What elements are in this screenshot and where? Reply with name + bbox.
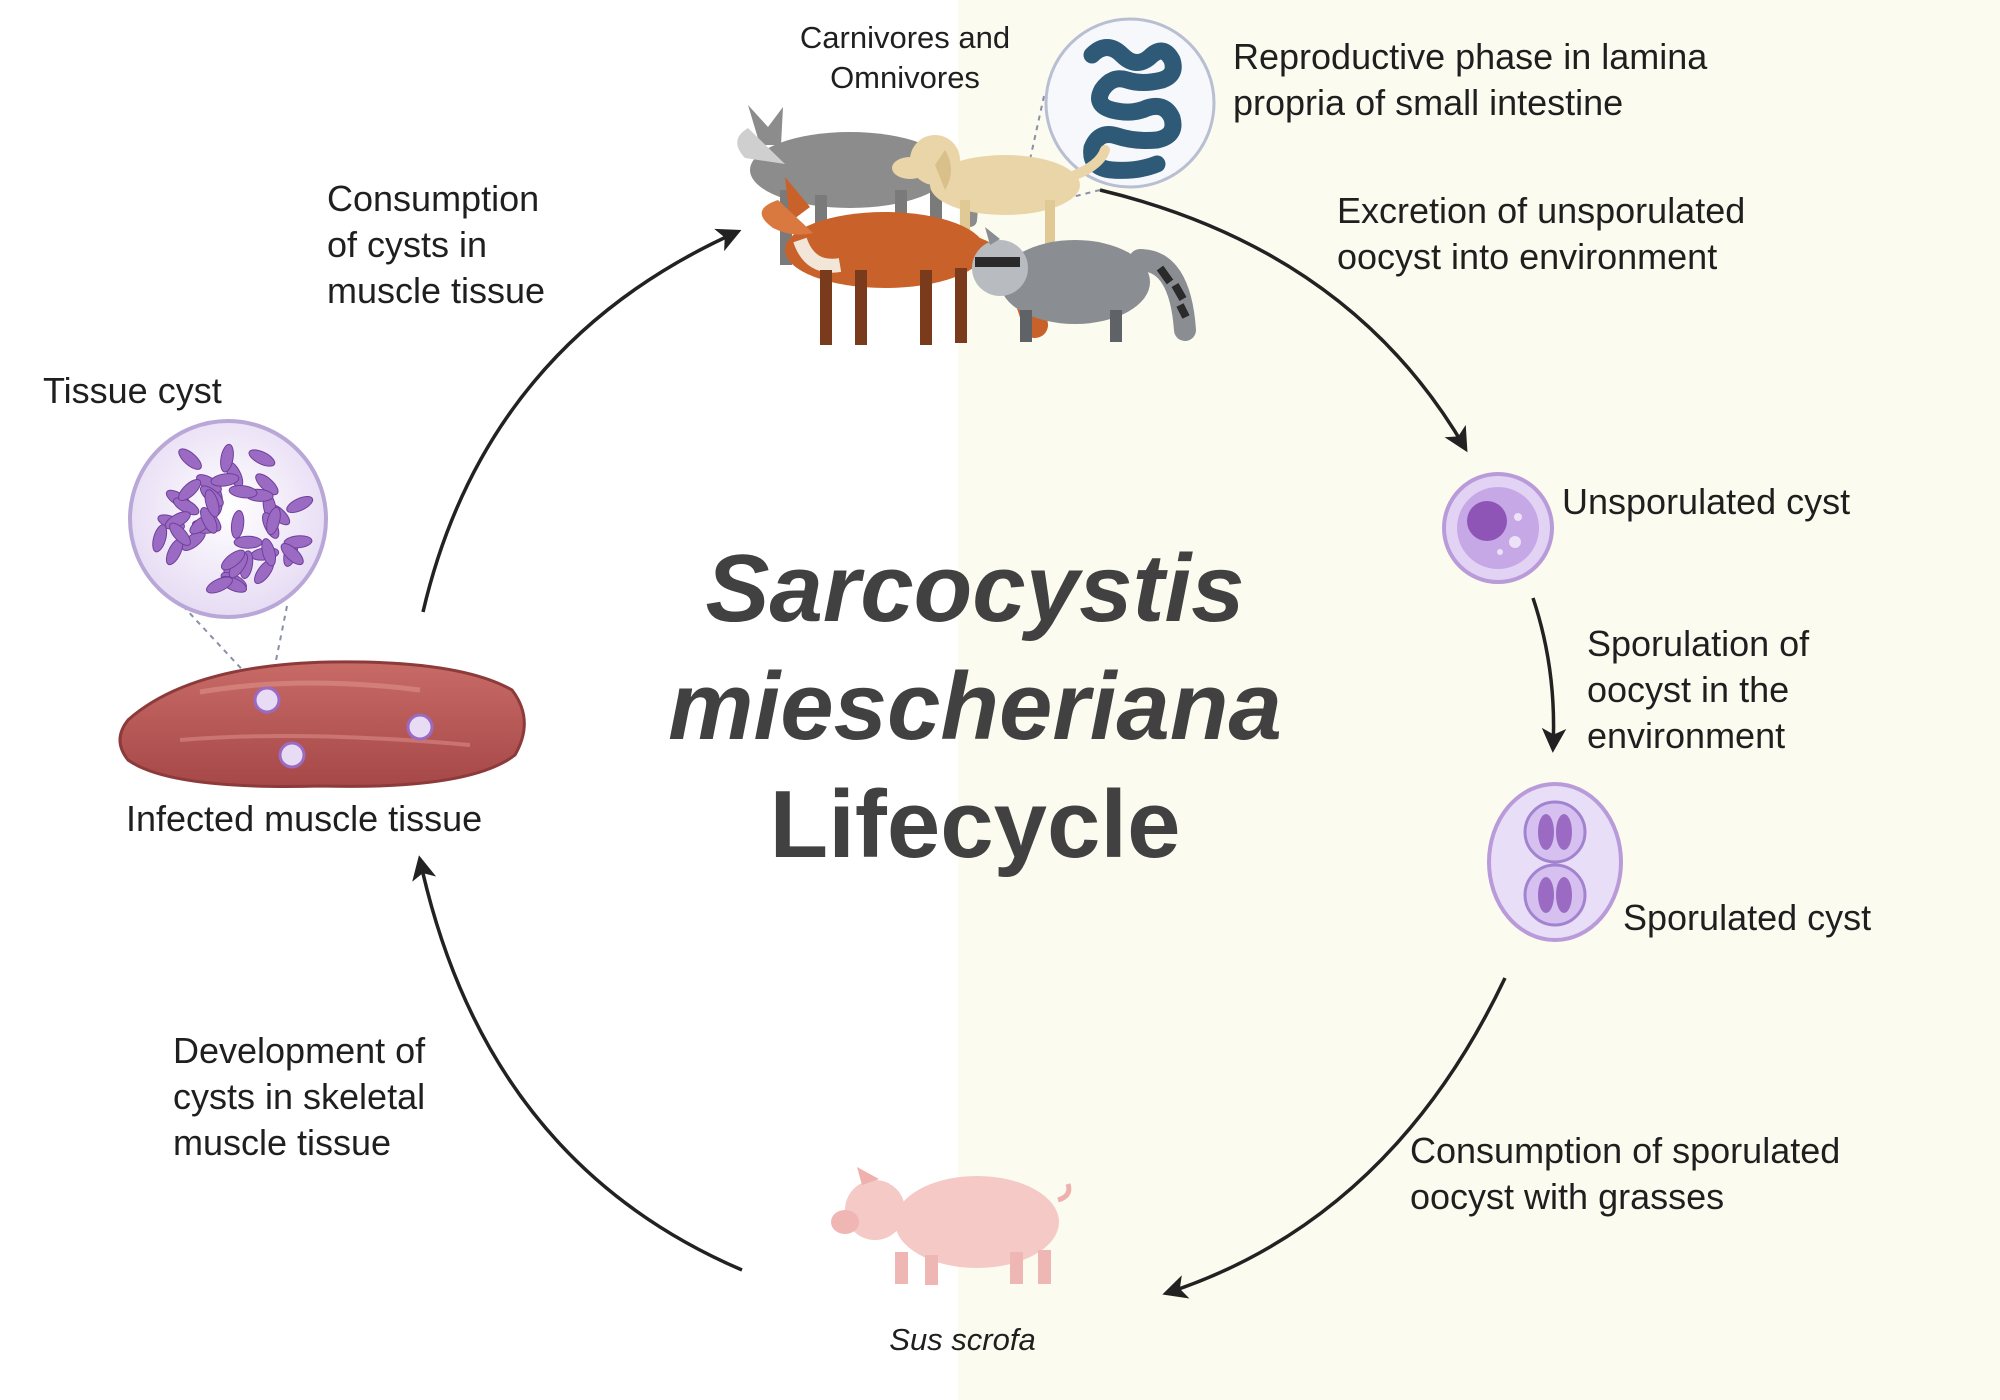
arrow-consumption-oocyst bbox=[1162, 977, 1507, 1299]
bradyzoite bbox=[210, 473, 240, 487]
bradyzoite bbox=[255, 473, 279, 496]
pig-icon bbox=[831, 1167, 1072, 1285]
label-intermediate-host: Sus scrofa bbox=[889, 1322, 1036, 1357]
label-excretion: Excretion of unsporulated oocyst into en… bbox=[1337, 190, 1746, 277]
label-unsporulated: Unsporulated cyst bbox=[1562, 481, 1851, 522]
oocyst-icon bbox=[1442, 472, 1554, 584]
bradyzoite bbox=[286, 495, 314, 514]
bradyzoite bbox=[178, 448, 202, 470]
bradyzoite bbox=[220, 549, 246, 571]
label-definitive-host: Carnivores and Omnivores bbox=[799, 20, 1011, 95]
label-sporulation: Sporulation of oocyst in the environment bbox=[1587, 623, 1810, 756]
diagram-title: Sarcocystis miescheriana Lifecycle bbox=[560, 530, 1390, 884]
arrow-sporulation bbox=[1531, 597, 1567, 753]
title-species: miescheriana bbox=[668, 653, 1282, 760]
bradyzoite bbox=[280, 543, 304, 566]
title-suffix: Lifecycle bbox=[769, 771, 1181, 878]
right-background-panel bbox=[958, 0, 2000, 1400]
arrow-excretion bbox=[1099, 188, 1468, 453]
label-tissue-cyst: Tissue cyst bbox=[43, 370, 222, 411]
bradyzoite bbox=[200, 507, 218, 534]
bradyzoite bbox=[261, 538, 277, 567]
label-intestine: Reproductive phase in lamina propria of … bbox=[1233, 36, 1708, 123]
raccoon-icon bbox=[972, 227, 1196, 342]
dog-icon bbox=[892, 135, 1110, 255]
muscle-icon bbox=[118, 660, 526, 788]
sporocyst-icon bbox=[1487, 782, 1623, 942]
bradyzoite bbox=[228, 485, 258, 499]
arrow-development bbox=[412, 855, 743, 1272]
label-infected-muscle: Infected muscle tissue bbox=[126, 798, 483, 839]
bradyzoite bbox=[206, 576, 233, 594]
bradyzoite bbox=[152, 524, 168, 553]
bradyzoite bbox=[220, 443, 234, 473]
label-consumption-oocyst: Consumption of sporulated oocyst with gr… bbox=[1410, 1130, 1841, 1217]
bradyzoite bbox=[178, 478, 202, 502]
title-genus: Sarcocystis bbox=[705, 535, 1245, 642]
tissue-cyst-icon bbox=[128, 419, 328, 619]
intestine-icon bbox=[1044, 17, 1216, 189]
arrow-consumption-cysts bbox=[421, 228, 742, 613]
bradyzoite bbox=[204, 489, 220, 518]
bradyzoite bbox=[169, 522, 191, 546]
label-consumption-cysts: Consumption of cysts in muscle tissue bbox=[327, 178, 546, 311]
bradyzoite bbox=[266, 506, 281, 536]
bradyzoite bbox=[248, 449, 276, 467]
label-development: Development of cysts in skeletal muscle … bbox=[173, 1030, 426, 1163]
bradyzoite bbox=[233, 535, 263, 549]
bradyzoite bbox=[283, 535, 313, 549]
bradyzoite bbox=[230, 509, 245, 539]
label-sporulated: Sporulated cyst bbox=[1623, 897, 1872, 938]
